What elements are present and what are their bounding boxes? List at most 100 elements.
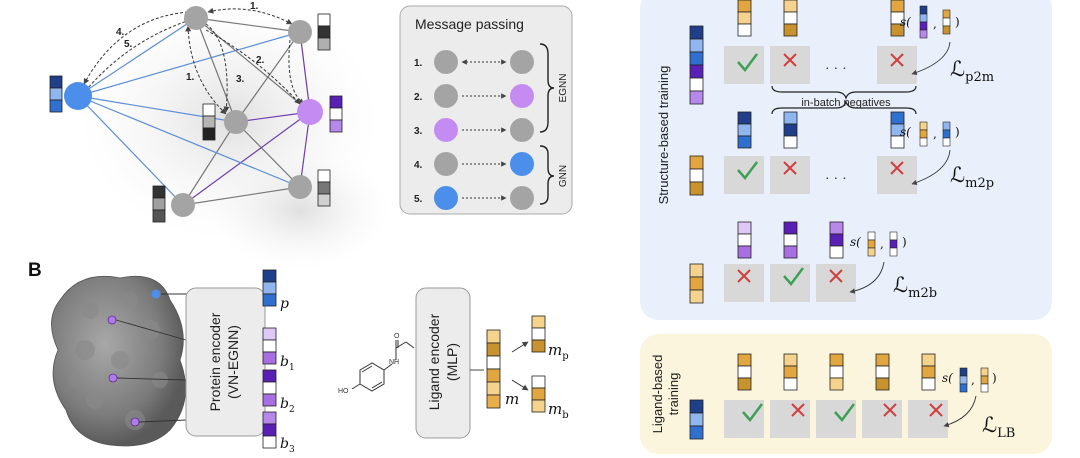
graph-edge [182,121,237,206]
ligand-encoder-label: Ligand encoder (MLP) [426,313,460,410]
svg-text:,: , [933,17,937,31]
step-source-node [434,50,458,74]
mp-label: mp [548,341,569,362]
cross-icon [890,53,904,67]
ligand-vectors-top [737,0,905,37]
binding-site-node [108,373,118,383]
svg-text:s(: s( [942,371,953,385]
step-number: 2. [414,92,423,103]
graph-node [288,20,312,44]
ligand-embedding-vector [689,155,704,196]
graph-edge [182,186,301,206]
binding-site-embedding-b3 [262,411,277,449]
loss-lb: ℒLB [982,413,1015,441]
protein-encoder-label: Protein encoder (VN-EGNN) [207,312,241,411]
step-target-node [510,152,534,176]
edge-label: 1. [186,72,195,83]
check-icon [783,267,804,286]
graph-edge [77,95,301,188]
svg-text:s(: s( [900,15,911,29]
gnn-brace [539,145,555,205]
graph-edge [77,95,184,206]
cross-icon [791,403,805,417]
loss-p2m: ℒp2m [950,57,994,85]
p-label: p [280,296,289,312]
step-number: 3. [414,126,423,137]
check-icon [737,53,758,72]
ligand-embedding-mb [531,375,546,413]
virtual-node [151,289,161,299]
cross-icon [783,161,797,175]
similarity-function: s( , ) [942,367,997,428]
protein-vectors-top [737,111,905,149]
svg-text:,: , [880,237,884,251]
structure-based-training-panel: Structure-based training [640,0,1052,320]
b1-label: b1 [280,354,295,373]
feature-vector [152,185,166,223]
cross-icon [783,53,797,67]
check-icon [737,161,758,180]
message-arrow [207,7,293,25]
ligand-embedding-m [486,329,501,409]
message-passing-step: 5. [414,186,534,210]
b3-label: b3 [280,436,295,455]
message-arrows [83,7,305,115]
edge-label: 1. [250,1,259,12]
dots: · · · [825,59,847,75]
feature-vector [202,103,216,141]
in-batch-brace [771,85,917,100]
graph-edge [182,111,311,206]
ligand-encoder-box [415,287,471,439]
in-batch-brace-lower [771,100,917,115]
binding-site-embedding-b2 [262,369,277,407]
step-target-node [510,118,534,142]
message-arrow [205,29,301,105]
message-arrow [205,23,230,113]
similarity-function: s( , ) [900,5,960,76]
molecule-labels: HO NH O [338,333,400,395]
score-cells [724,400,948,438]
protein-embedding-p [262,269,277,307]
panel-b-label: B [28,260,42,281]
ligand-embedding-vector [689,263,704,304]
message-passing-step: 4. [414,152,534,176]
binding-site-node [107,315,117,325]
projection-arrow-b [511,379,529,391]
step-source-node [434,152,458,176]
svg-text:HO: HO [338,388,349,395]
graph-edge [299,31,311,113]
ligand-based-training-panel: Ligand-based training [640,334,1052,454]
graph-node [288,175,312,199]
binding-site-embedding-b1 [262,327,277,365]
step-source-node [434,84,458,108]
loss-m2b: ℒm2b [893,273,937,301]
dots: · · · [825,169,847,185]
svg-text:s(: s( [850,235,861,249]
graph-node-virtual [64,82,92,110]
message-arrow [83,11,189,85]
cross-icon [929,403,943,417]
score-cells [724,156,917,194]
edge-label: 4. [116,27,125,38]
message-passing-step: 2. [414,84,534,108]
graph-node [171,193,195,217]
message-passing-panel [399,5,573,215]
svg-text:NH: NH [389,359,399,366]
mb-label: mb [548,400,569,421]
message-passing-step: 1. [414,50,534,74]
structure-training-title: Structure-based training [656,66,671,205]
b-labels: b1 b2 b3 [280,354,295,455]
edge-labels: 1. 1. 2. 3. 4. 5. [116,1,265,85]
panel-b: B Protein encoder (VN-EG [28,260,569,455]
svg-text:): ) [955,15,960,29]
binding-site-node [130,417,140,427]
gnn-label: GNN [558,165,569,187]
message-passing-box: Message passing 1.2.3.4.5. EGNN GNN [399,5,573,215]
svg-text:training: training [666,373,681,416]
p2m-row: · · · in-batch negatives s( [689,0,994,115]
m-label: m [505,390,519,408]
svg-text:(MLP): (MLP) [444,343,460,381]
message-arrow [185,25,227,115]
protein-embedding-vector [689,399,704,440]
similarity-function: s( , ) [900,121,960,186]
